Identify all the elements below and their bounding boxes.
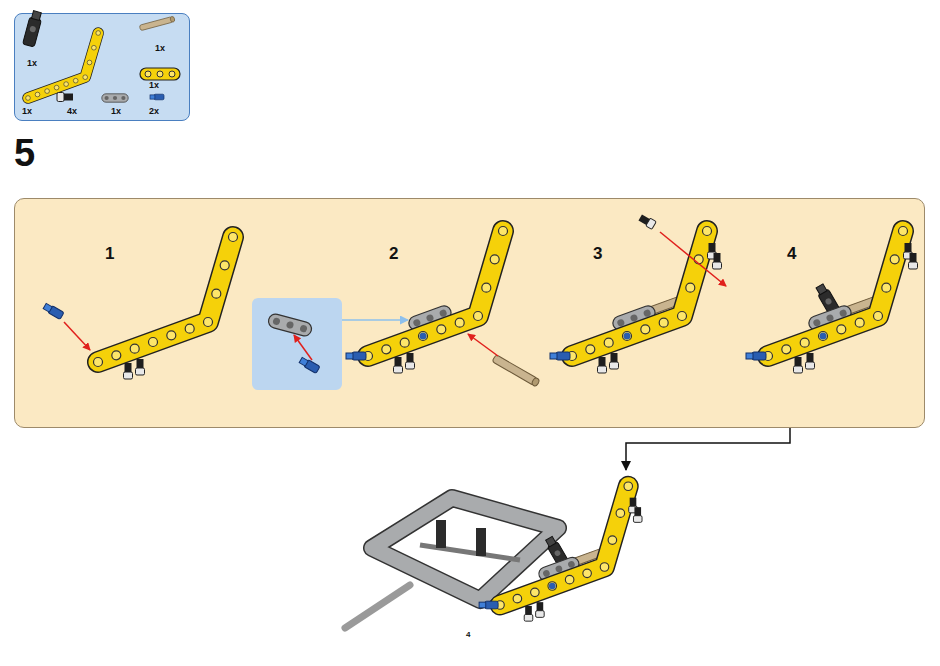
callout-number: 3 <box>593 245 602 262</box>
quantity-label: 2x <box>149 107 159 116</box>
quantity-label: 1x <box>111 107 121 116</box>
callout-number: 1 <box>105 245 114 262</box>
callout-number: 4 <box>787 245 796 262</box>
sub-step-panel: 1 2 3 4 <box>14 198 925 428</box>
page-number: 4 <box>466 631 470 639</box>
quantity-label: 1x <box>22 107 32 116</box>
quantity-label: 1x <box>149 81 159 90</box>
quantity-label: 4x <box>67 107 77 116</box>
step-number: 5 <box>14 134 35 172</box>
parts-list-box: 1x 1x 1x 1x 4x 1x 2x <box>14 13 190 121</box>
quantity-label: 1x <box>155 44 165 53</box>
callout-number: 2 <box>389 245 398 262</box>
quantity-label: 1x <box>27 59 37 68</box>
